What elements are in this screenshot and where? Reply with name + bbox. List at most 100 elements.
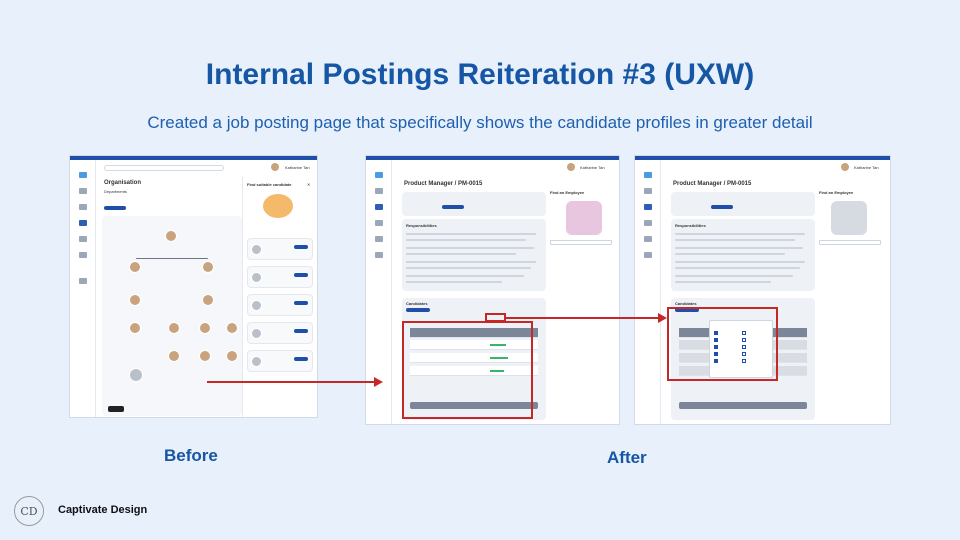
calendar-icon[interactable] (79, 236, 87, 242)
avatar[interactable] (840, 162, 850, 172)
calendar-icon[interactable] (375, 236, 383, 242)
logout-icon[interactable] (79, 278, 87, 284)
dept-tab-active[interactable] (104, 206, 126, 210)
settings-icon[interactable] (79, 252, 87, 258)
slide-title: Internal Postings Reiteration #3 (UXW) (205, 58, 755, 91)
illustration (831, 201, 867, 235)
avatar[interactable] (566, 162, 576, 172)
filter-dropdown[interactable] (709, 320, 773, 378)
search-field[interactable] (819, 240, 881, 245)
dashboard-icon[interactable] (375, 188, 383, 194)
avatar[interactable] (270, 162, 280, 172)
checkbox[interactable] (714, 359, 718, 363)
candidates-card: Candidates (402, 298, 546, 420)
after-screenshot-2: Product Manager / PM-0015 Katharine Tan … (634, 155, 891, 425)
close-icon[interactable]: ✕ (307, 182, 311, 187)
side-title: Find an Employee (550, 190, 585, 195)
highlight-table (402, 321, 533, 419)
calendar-icon[interactable] (644, 236, 652, 242)
tab[interactable] (675, 308, 699, 312)
arrow-line (506, 317, 659, 319)
checkbox[interactable] (714, 331, 718, 335)
highlight-filter-menu (667, 307, 778, 381)
avatar[interactable] (199, 322, 211, 334)
home-icon[interactable] (644, 172, 652, 178)
home-icon[interactable] (375, 172, 383, 178)
table-row[interactable] (410, 353, 538, 363)
checkbox[interactable] (742, 352, 746, 356)
panel-title: Find suitable candidate (247, 182, 292, 187)
avatar[interactable] (199, 350, 211, 362)
checkbox[interactable] (742, 345, 746, 349)
checkbox[interactable] (714, 352, 718, 356)
checkbox[interactable] (742, 338, 746, 342)
avatar[interactable] (165, 230, 177, 242)
sidebar-nav (635, 160, 661, 424)
org-icon[interactable] (79, 220, 87, 226)
candidate-card[interactable] (247, 350, 313, 372)
candidate-card[interactable] (247, 238, 313, 260)
search-field[interactable] (550, 240, 612, 245)
top-bar (635, 156, 890, 160)
checkbox[interactable] (742, 359, 746, 363)
user-name[interactable]: Katharine Tan (580, 165, 605, 170)
highlight-filter-button (485, 313, 506, 322)
settings-icon[interactable] (644, 252, 652, 258)
responsibilities-card: Responsibilities (402, 219, 546, 291)
candidate-card[interactable] (247, 322, 313, 344)
grid-icon[interactable] (644, 220, 652, 226)
avatar[interactable] (129, 322, 141, 334)
user-name[interactable]: Katharine Tan (854, 165, 879, 170)
user-name[interactable]: Katharine Tan (285, 165, 310, 170)
caption-after: After (607, 448, 647, 467)
bottom-toolbar[interactable] (108, 406, 124, 412)
dashboard-icon[interactable] (644, 188, 652, 194)
section-title: Candidates (406, 301, 428, 306)
avatar[interactable] (202, 261, 214, 273)
home-icon[interactable] (79, 172, 87, 178)
overview-card (671, 192, 815, 216)
candidate-card[interactable] (247, 294, 313, 316)
candidates-card: Candidates (671, 298, 815, 420)
settings-icon[interactable] (375, 252, 383, 258)
pagination-bar[interactable] (410, 402, 538, 409)
postings-icon[interactable] (375, 204, 383, 210)
brand-logo: CD (14, 496, 44, 526)
checkbox[interactable] (714, 345, 718, 349)
before-search[interactable] (104, 165, 224, 171)
responsibilities-card: Responsibilities (671, 219, 815, 291)
sidebar-nav (366, 160, 392, 424)
avatar[interactable] (168, 350, 180, 362)
side-title: Find an Employee (819, 190, 854, 195)
avatar[interactable] (168, 322, 180, 334)
arrow-head (658, 313, 667, 323)
page-title: Organisation (104, 180, 142, 186)
candidate-card[interactable] (247, 266, 313, 288)
grid-icon[interactable] (375, 220, 383, 226)
tab[interactable] (406, 308, 430, 312)
avatar[interactable] (129, 294, 141, 306)
section-title: Candidates (675, 301, 697, 306)
pagination-bar[interactable] (679, 402, 807, 409)
arrow-line (207, 381, 375, 383)
dashboard-icon[interactable] (79, 188, 87, 194)
table-row[interactable] (410, 340, 538, 350)
illustration (566, 201, 602, 235)
checkbox[interactable] (742, 331, 746, 335)
avatar[interactable] (226, 350, 238, 362)
avatar[interactable] (226, 322, 238, 334)
candidate-panel: Find suitable candidate ✕ (242, 176, 317, 417)
table-row[interactable] (410, 366, 538, 376)
section-title: Departments (104, 189, 127, 194)
postings-icon[interactable] (644, 204, 652, 210)
sidebar-nav (70, 160, 96, 417)
arrow-head (374, 377, 383, 387)
avatar[interactable] (129, 261, 141, 273)
checkbox[interactable] (714, 338, 718, 342)
section-title: Responsibilities (406, 223, 437, 228)
brand-name: Captivate Design (58, 504, 148, 516)
top-bar (366, 156, 619, 160)
avatar[interactable] (129, 368, 143, 382)
avatar[interactable] (202, 294, 214, 306)
grid-icon[interactable] (79, 204, 87, 210)
